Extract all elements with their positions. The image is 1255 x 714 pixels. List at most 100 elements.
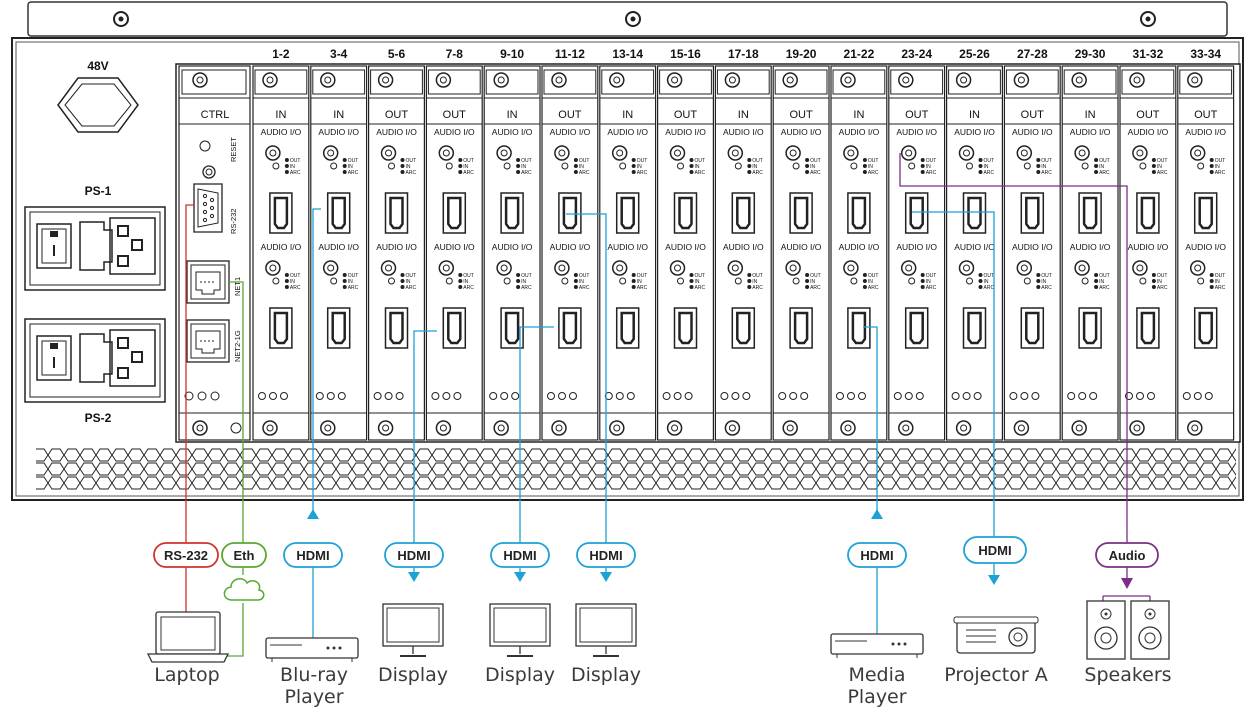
- io-card-slot: 23-24OUTAUDIO I/OOUTINARCAUDIO I/OOUTINA…: [889, 47, 945, 440]
- hdmi-display1-pill: HDMI: [385, 543, 443, 567]
- io-card-slot: 5-6OUTAUDIO I/OOUTINARCAUDIO I/OOUTINARC: [369, 47, 425, 440]
- audio-io-label: AUDIO I/O: [954, 242, 995, 252]
- led-arc-label: ARC: [521, 285, 532, 291]
- audio-io-label: AUDIO I/O: [1070, 242, 1111, 252]
- ctrl-card: CTRL RESET RS-232 NET1 NET2-1G: [179, 66, 250, 440]
- slot-port-numbers: 25-26: [959, 47, 990, 61]
- slot-direction-label: OUT: [1021, 109, 1045, 121]
- hdmi-display2-pill: HDMI: [491, 543, 549, 567]
- net1-label: NET1: [233, 277, 242, 296]
- io-card-slot: 9-10INAUDIO I/OOUTINARCAUDIO I/OOUTINARC: [484, 47, 540, 440]
- io-card-slot: 15-16OUTAUDIO I/OOUTINARCAUDIO I/OOUTINA…: [658, 47, 714, 440]
- led-arc-label: ARC: [695, 170, 706, 176]
- audio-io-label: AUDIO I/O: [1012, 127, 1053, 137]
- display-2-label: Display: [485, 664, 555, 686]
- audio-io-label: AUDIO I/O: [261, 242, 302, 252]
- reset-label: RESET: [229, 137, 238, 162]
- led-arc-label: ARC: [463, 170, 474, 176]
- slot-port-numbers: 21-22: [844, 47, 875, 61]
- hdmi-bluray-pill: HDMI: [284, 543, 342, 567]
- slot-port-numbers: 19-20: [786, 47, 817, 61]
- slot-port-numbers: 17-18: [728, 47, 759, 61]
- svg-text:Audio: Audio: [1109, 548, 1146, 563]
- svg-text:RS-232: RS-232: [164, 548, 208, 563]
- led-arc-label: ARC: [348, 170, 359, 176]
- audio-io-label: AUDIO I/O: [1012, 242, 1053, 252]
- laptop-icon: [148, 612, 228, 662]
- slot-port-numbers: 23-24: [901, 47, 932, 61]
- audio-io-label: AUDIO I/O: [896, 242, 937, 252]
- audio-io-label: AUDIO I/O: [954, 127, 995, 137]
- audio-io-label: AUDIO I/O: [376, 242, 417, 252]
- slot-direction-label: OUT: [674, 109, 698, 121]
- power-supply-2: [25, 319, 165, 402]
- led-arc-label: ARC: [406, 285, 417, 291]
- audio-io-label: AUDIO I/O: [318, 127, 359, 137]
- media-player-label-line1: Media: [848, 664, 905, 686]
- io-card-slot: 1-2INAUDIO I/OOUTINARCAUDIO I/OOUTINARC: [253, 47, 309, 440]
- hdmi-display3-pill: HDMI: [577, 543, 635, 567]
- io-card-slot: 13-14INAUDIO I/OOUTINARCAUDIO I/OOUTINAR…: [600, 47, 656, 440]
- display-2-icon: [490, 604, 550, 656]
- audio-io-label: AUDIO I/O: [723, 242, 764, 252]
- laptop-label: Laptop: [154, 664, 219, 686]
- svg-text:HDMI: HDMI: [978, 543, 1011, 558]
- audio-io-label: AUDIO I/O: [781, 242, 822, 252]
- led-arc-label: ARC: [984, 285, 995, 291]
- svg-text:HDMI: HDMI: [503, 548, 536, 563]
- ventilation-grille: [36, 448, 1236, 490]
- led-arc-label: ARC: [637, 170, 648, 176]
- slot-direction-label: OUT: [905, 109, 929, 121]
- audio-io-label: AUDIO I/O: [1185, 127, 1226, 137]
- io-card-slot: 29-30INAUDIO I/OOUTINARCAUDIO I/OOUTINAR…: [1062, 47, 1118, 440]
- io-card-slot: 19-20OUTAUDIO I/OOUTINARCAUDIO I/OOUTINA…: [773, 47, 829, 440]
- slot-port-numbers: 31-32: [1133, 47, 1164, 61]
- led-arc-label: ARC: [637, 285, 648, 291]
- svg-text:Eth: Eth: [234, 548, 255, 563]
- slot-direction-label: IN: [333, 109, 344, 121]
- slot-port-numbers: 15-16: [670, 47, 701, 61]
- projector-icon: [954, 617, 1038, 653]
- led-arc-label: ARC: [579, 170, 590, 176]
- slot-port-numbers: 11-12: [555, 47, 585, 61]
- hdmi-media-pill: HDMI: [848, 543, 906, 567]
- led-arc-label: ARC: [463, 285, 474, 291]
- led-arc-label: ARC: [695, 285, 706, 291]
- hdmi-projector-pill: HDMI: [964, 537, 1026, 563]
- io-card-slot: 31-32OUTAUDIO I/OOUTINARCAUDIO I/OOUTINA…: [1120, 47, 1176, 440]
- audio-io-label: AUDIO I/O: [665, 242, 706, 252]
- ctrl-label: CTRL: [201, 109, 230, 121]
- svg-text:HDMI: HDMI: [296, 548, 329, 563]
- slot-port-numbers: 3-4: [330, 47, 348, 61]
- io-card-slot: 3-4INAUDIO I/OOUTINARCAUDIO I/OOUTINARC: [311, 47, 367, 440]
- led-arc-label: ARC: [1215, 170, 1226, 176]
- led-arc-label: ARC: [1041, 285, 1052, 291]
- slot-port-numbers: 9-10: [500, 47, 524, 61]
- slot-direction-label: OUT: [789, 109, 813, 121]
- rs232-port-label: RS-232: [229, 209, 238, 234]
- audio-io-label: AUDIO I/O: [896, 127, 937, 137]
- slot-port-numbers: 33-34: [1190, 47, 1221, 61]
- audio-io-label: AUDIO I/O: [665, 127, 706, 137]
- display-1-icon: [383, 604, 443, 656]
- slot-direction-label: IN: [853, 109, 864, 121]
- slot-direction-label: IN: [507, 109, 518, 121]
- audio-io-label: AUDIO I/O: [1070, 127, 1111, 137]
- led-arc-label: ARC: [406, 170, 417, 176]
- slot-direction-label: OUT: [1194, 109, 1218, 121]
- slot-port-numbers: 29-30: [1075, 47, 1106, 61]
- audio-io-label: AUDIO I/O: [839, 242, 880, 252]
- slot-port-numbers: 13-14: [612, 47, 643, 61]
- slot-direction-label: OUT: [558, 109, 582, 121]
- slot-direction-label: IN: [622, 109, 633, 121]
- ps1-label: PS-1: [85, 184, 112, 198]
- led-arc-label: ARC: [290, 170, 301, 176]
- speakers-icon: [1087, 596, 1169, 659]
- audio-io-label: AUDIO I/O: [1185, 242, 1226, 252]
- audio-io-label: AUDIO I/O: [1128, 242, 1169, 252]
- audio-io-label: AUDIO I/O: [318, 242, 359, 252]
- led-arc-label: ARC: [868, 170, 879, 176]
